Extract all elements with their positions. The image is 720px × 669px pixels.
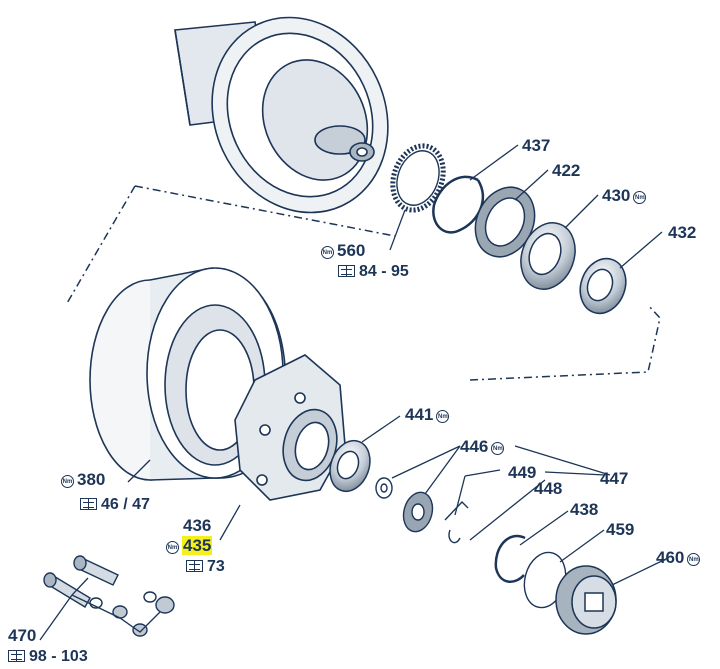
part-label-448: 448: [534, 479, 563, 498]
part-label-432: 432: [668, 223, 697, 242]
part-label-422: 422: [552, 161, 581, 180]
part-label-449: 449: [508, 463, 537, 482]
manual-book-icon: [338, 265, 355, 277]
part-label-470: 470: [8, 626, 37, 645]
wheel-hub: [234, 354, 346, 501]
torque-wrench-icon: Nm: [633, 191, 647, 204]
page-range-560: 84 - 95: [359, 263, 409, 280]
part-number-441: 441: [405, 405, 434, 424]
washer-and-nut: [375, 477, 434, 533]
outer-bearing: [579, 257, 627, 315]
page-ref-435: 73: [186, 557, 225, 576]
page-ref-470: 98 - 103: [8, 647, 88, 666]
part-number-560: 560: [337, 241, 366, 260]
axle-brake-assembly: [174, 16, 389, 214]
torque-wrench-icon: Nm: [166, 541, 179, 554]
hub-cap: [555, 565, 617, 635]
brake-drum: [89, 267, 287, 481]
torque-wrench-icon: Nm: [321, 246, 334, 259]
part-number-435-highlighted: 435: [182, 536, 213, 555]
torque-wrench-icon: Nm: [436, 410, 450, 423]
part-label-438: 438: [570, 500, 599, 519]
part-number-446: 446: [460, 437, 489, 456]
circlip: [494, 534, 526, 583]
manual-book-icon: [80, 498, 97, 510]
page-range-470: 98 - 103: [29, 648, 88, 665]
lock-pin: [444, 500, 469, 544]
part-label-459: 459: [606, 520, 635, 539]
part-label-447: 447: [600, 469, 629, 488]
part-label-437: 437: [522, 136, 551, 155]
part-number-430: 430: [602, 186, 631, 205]
torque-wrench-icon: Nm: [61, 475, 74, 488]
hub-bearing: [329, 439, 371, 493]
torque-wrench-icon: Nm: [491, 442, 505, 455]
leader-lines: [39, 144, 669, 641]
manual-book-icon: [8, 650, 25, 662]
inner-bearing: [520, 222, 576, 290]
manual-book-icon: [186, 560, 203, 572]
part-number-460: 460: [656, 548, 685, 567]
page-ref-380: 46 / 47: [80, 495, 150, 514]
abs-sensor-ring: [390, 143, 446, 213]
wheel-bolts-and-nuts: [43, 555, 175, 637]
assembly-outline: [65, 185, 661, 381]
part-number-380: 380: [77, 470, 106, 489]
page-range-435: 73: [207, 558, 225, 575]
page-ref-560: 84 - 95: [338, 262, 409, 281]
part-label-436: 436: [183, 516, 212, 535]
torque-wrench-icon: Nm: [687, 553, 701, 566]
page-range-380: 46 / 47: [101, 496, 150, 513]
